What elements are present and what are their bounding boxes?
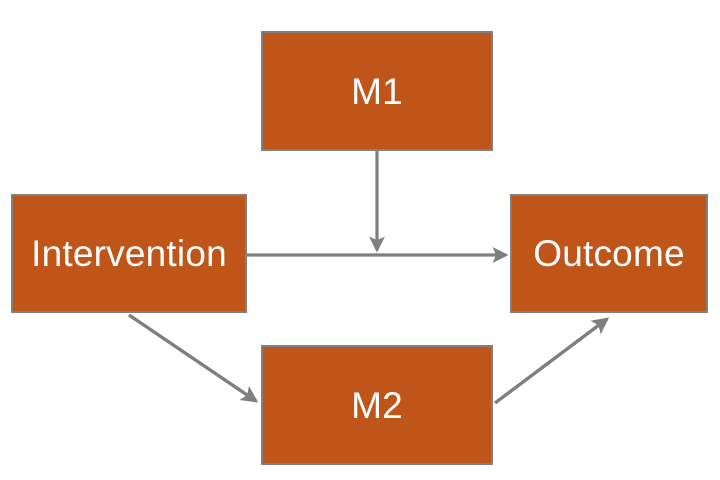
node-m1-label: M1 [351, 70, 403, 112]
node-m2[interactable]: M2 [261, 345, 493, 465]
edge-m2-to-outcome [493, 317, 610, 405]
node-outcome[interactable]: Outcome [510, 194, 708, 313]
edge-intervention-to-m2 [128, 313, 259, 403]
node-m1[interactable]: M1 [261, 31, 493, 151]
node-intervention-label: Intervention [31, 233, 227, 274]
node-m2-label: M2 [351, 384, 403, 426]
node-outcome-label: Outcome [533, 233, 685, 274]
node-intervention[interactable]: Intervention [11, 194, 247, 313]
